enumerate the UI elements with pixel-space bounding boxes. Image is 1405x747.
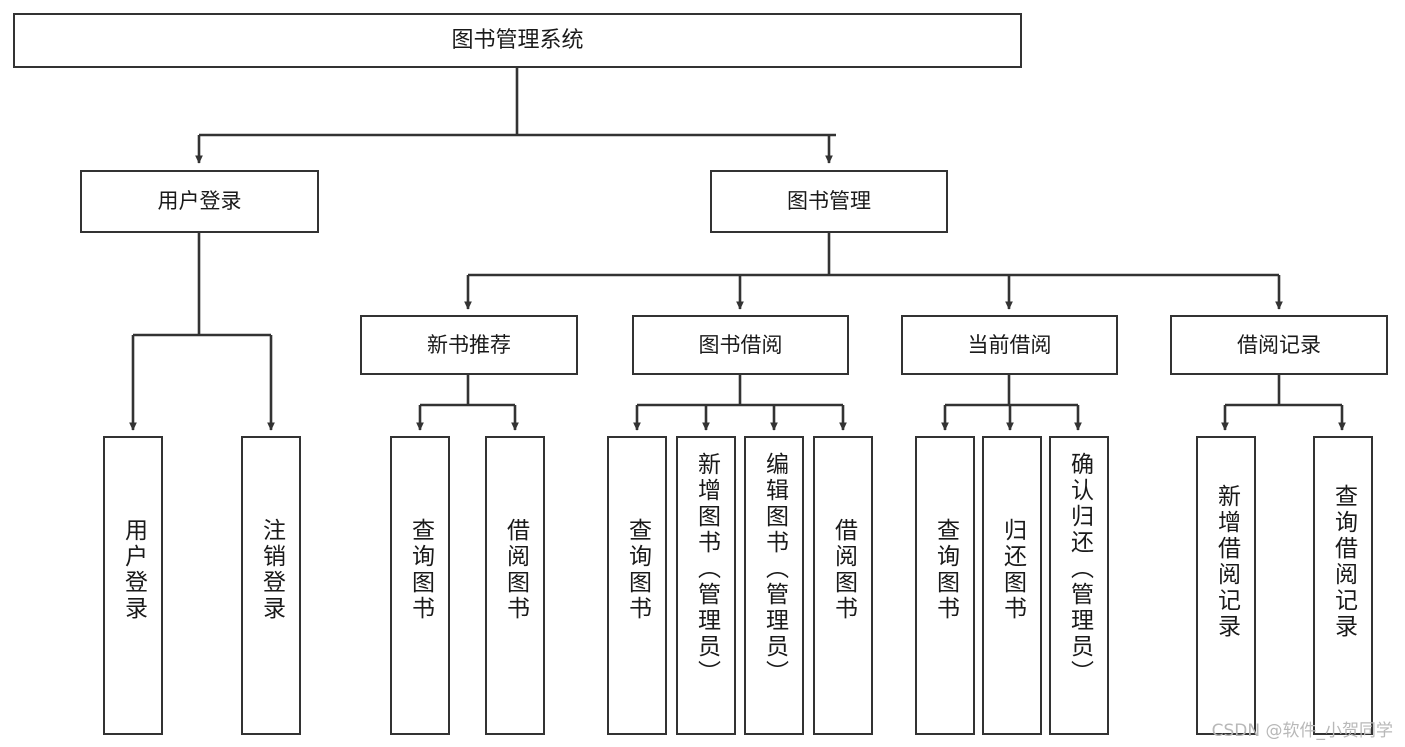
- node-label: 确认归还（管理员）: [1066, 452, 1093, 686]
- leaf-new-book-query-book[interactable]: 查询图书: [390, 436, 450, 735]
- node-new-book-recommend[interactable]: 新书推荐: [360, 315, 578, 375]
- node-label: 注销登录: [258, 518, 285, 622]
- node-label: 新增借阅记录: [1213, 484, 1240, 640]
- leaf-borrow-record-add-record[interactable]: 新增借阅记录: [1196, 436, 1256, 735]
- leaf-logout[interactable]: 注销登录: [241, 436, 301, 735]
- node-label: 编辑图书（管理员）: [761, 452, 788, 686]
- node-book-management[interactable]: 图书管理: [710, 170, 948, 233]
- node-user-login[interactable]: 用户登录: [80, 170, 319, 233]
- node-book-borrow[interactable]: 图书借阅: [632, 315, 849, 375]
- node-current-borrow[interactable]: 当前借阅: [901, 315, 1118, 375]
- node-label: 新增图书（管理员）: [693, 452, 720, 686]
- node-label: 查询图书: [624, 518, 651, 622]
- leaf-book-borrow-query-book[interactable]: 查询图书: [607, 436, 667, 735]
- node-label: 借阅图书: [830, 518, 857, 622]
- node-label: 新书推荐: [427, 332, 511, 357]
- leaf-borrow-record-query-record[interactable]: 查询借阅记录: [1313, 436, 1373, 735]
- node-label: 图书管理: [787, 189, 871, 214]
- node-label: 用户登录: [120, 518, 147, 622]
- node-borrow-record[interactable]: 借阅记录: [1170, 315, 1388, 375]
- leaf-book-borrow-borrow-book[interactable]: 借阅图书: [813, 436, 873, 735]
- node-label: 查询图书: [407, 518, 434, 622]
- node-label: 查询图书: [932, 518, 959, 622]
- leaf-current-borrow-query-book[interactable]: 查询图书: [915, 436, 975, 735]
- leaf-current-borrow-confirm-return-admin[interactable]: 确认归还（管理员）: [1049, 436, 1109, 735]
- leaf-book-borrow-add-book-admin[interactable]: 新增图书（管理员）: [676, 436, 736, 735]
- node-label: 图书借阅: [698, 332, 783, 357]
- leaf-new-book-borrow-book[interactable]: 借阅图书: [485, 436, 545, 735]
- node-label: 当前借阅: [967, 332, 1052, 357]
- node-label: 借阅记录: [1237, 332, 1321, 357]
- leaf-current-borrow-return-book[interactable]: 归还图书: [982, 436, 1042, 735]
- node-label: 归还图书: [999, 518, 1026, 622]
- node-label: 查询借阅记录: [1330, 484, 1357, 640]
- watermark-text: CSDN @软件_小贺同学: [1211, 721, 1393, 741]
- node-label: 图书管理系统: [451, 27, 584, 53]
- node-label: 借阅图书: [502, 518, 529, 622]
- leaf-user-login[interactable]: 用户登录: [103, 436, 163, 735]
- node-label: 用户登录: [157, 189, 242, 214]
- node-root-system[interactable]: 图书管理系统: [13, 13, 1022, 68]
- leaf-book-borrow-edit-book-admin[interactable]: 编辑图书（管理员）: [744, 436, 804, 735]
